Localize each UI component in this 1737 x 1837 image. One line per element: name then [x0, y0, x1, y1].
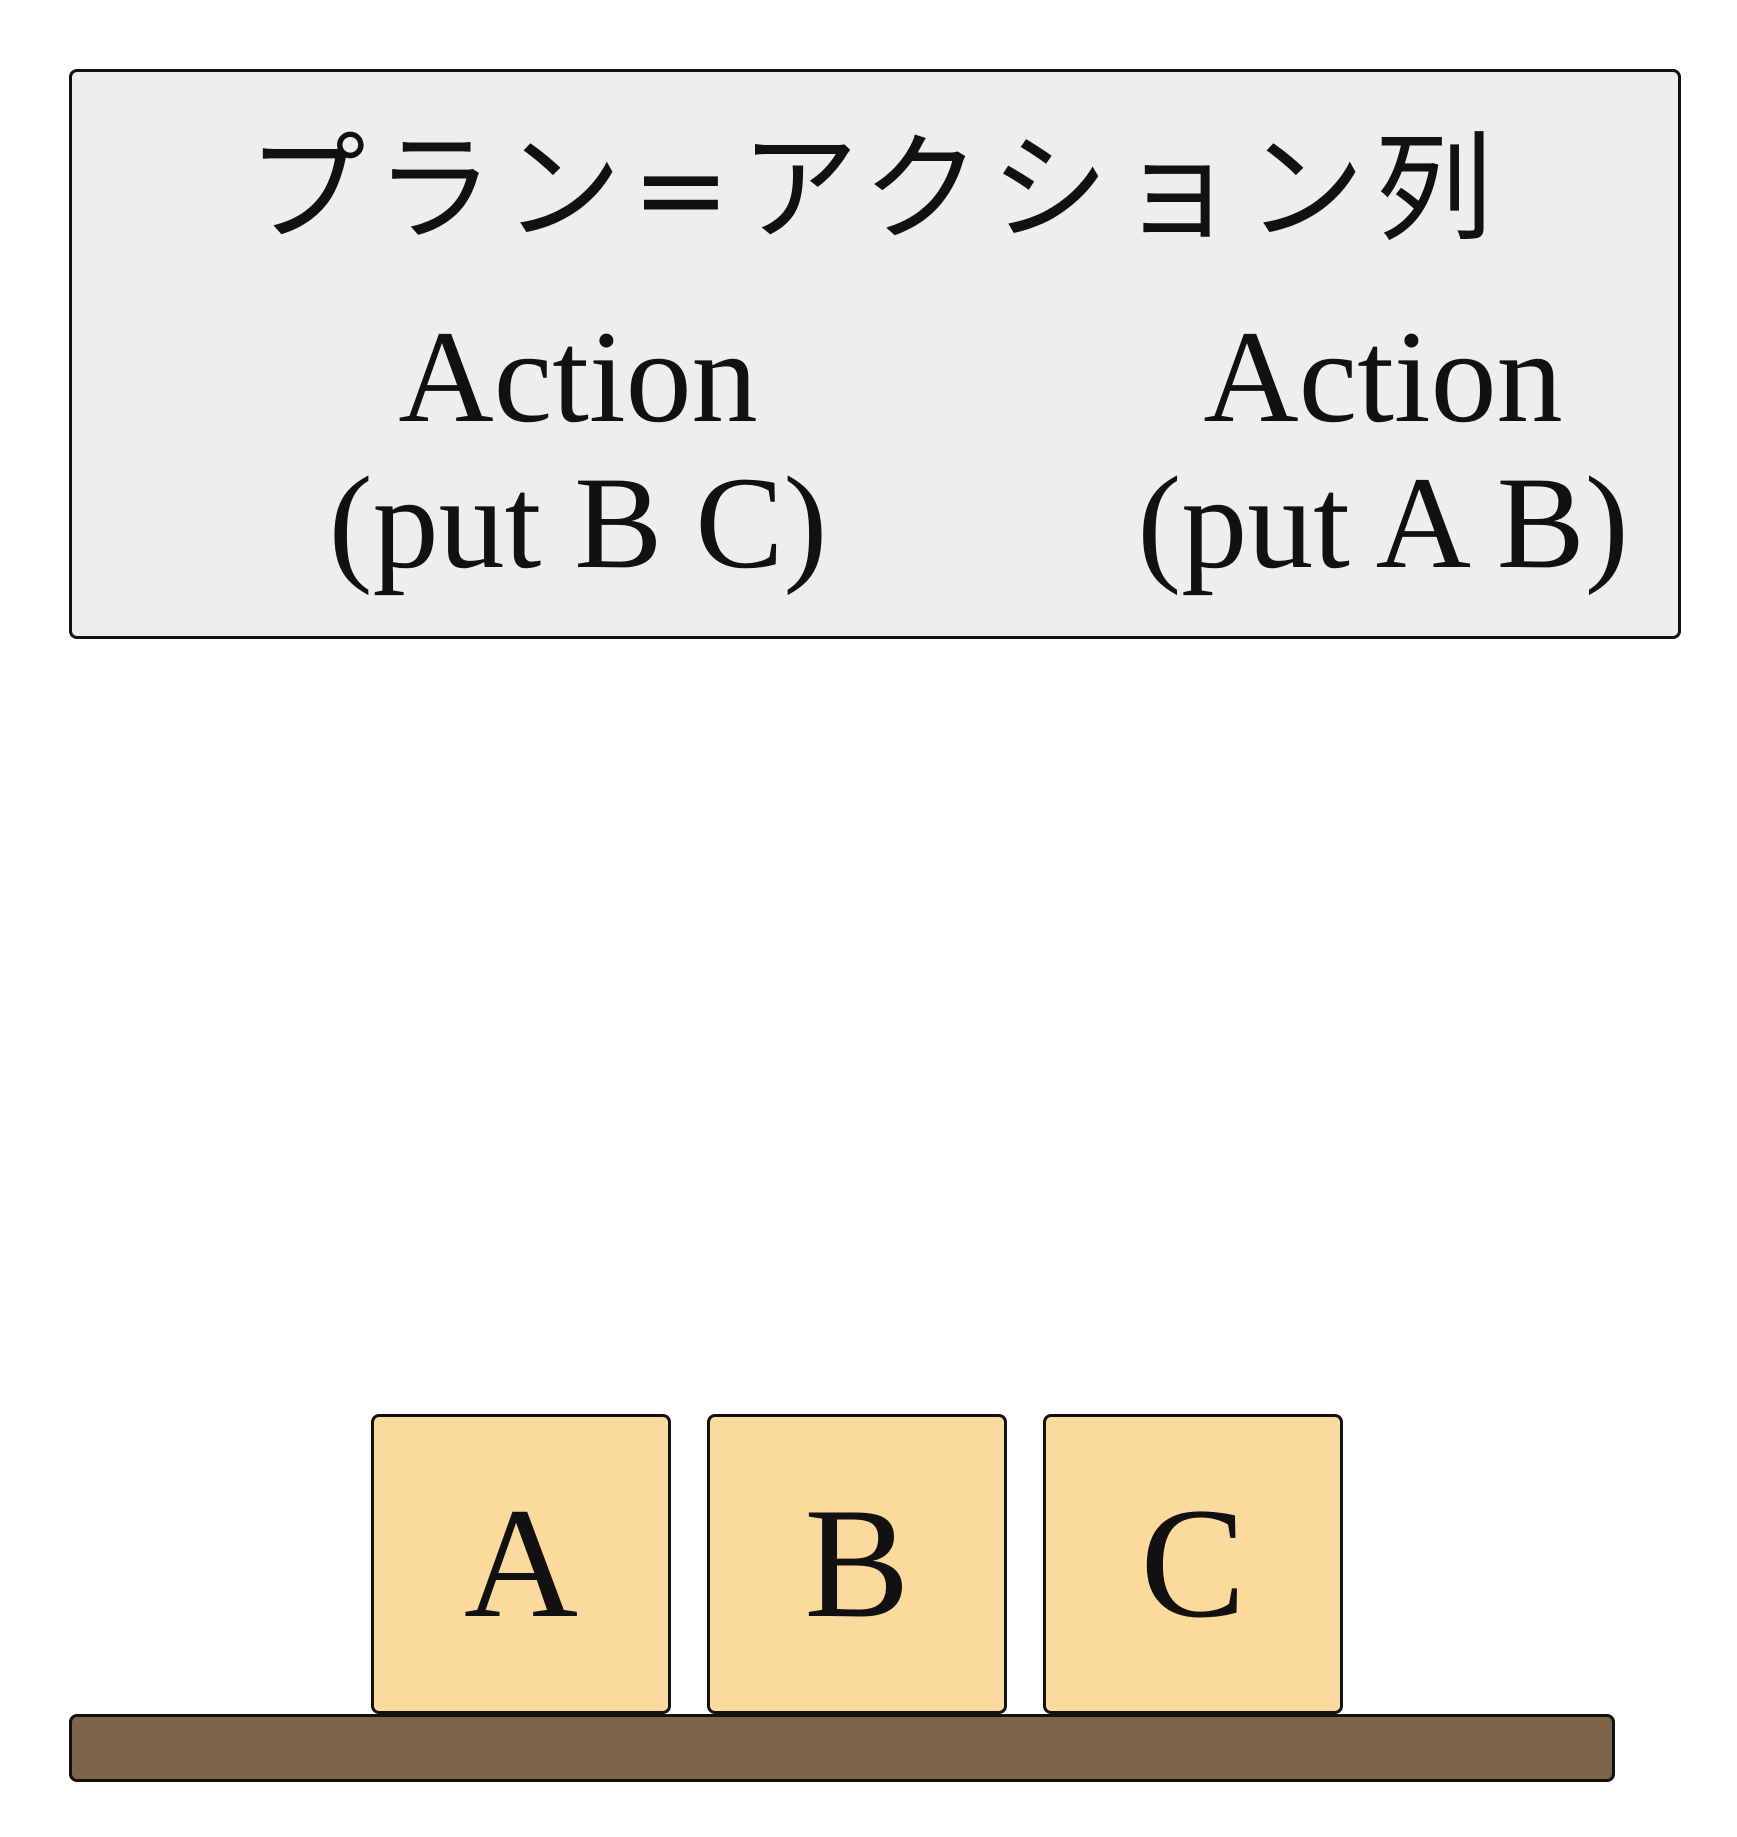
- action-1-label: Action: [398, 303, 758, 450]
- action-1-operation: (put B C): [328, 449, 828, 596]
- block-b: B: [707, 1414, 1007, 1714]
- action-2-label: Action: [1203, 303, 1563, 450]
- block-b-label: B: [804, 1476, 910, 1651]
- table-surface: [69, 1714, 1615, 1782]
- action-2: Action (put A B): [1033, 304, 1733, 596]
- block-a-label: A: [463, 1476, 579, 1651]
- action-2-operation: (put A B): [1137, 449, 1629, 596]
- action-1: Action (put B C): [228, 304, 928, 596]
- plan-title: プラン=アクション列: [247, 120, 1503, 258]
- plan-panel: プラン=アクション列 Action (put B C) Action (put …: [69, 69, 1681, 639]
- block-a: A: [371, 1414, 671, 1714]
- block-c-label: C: [1140, 1476, 1246, 1651]
- block-c: C: [1043, 1414, 1343, 1714]
